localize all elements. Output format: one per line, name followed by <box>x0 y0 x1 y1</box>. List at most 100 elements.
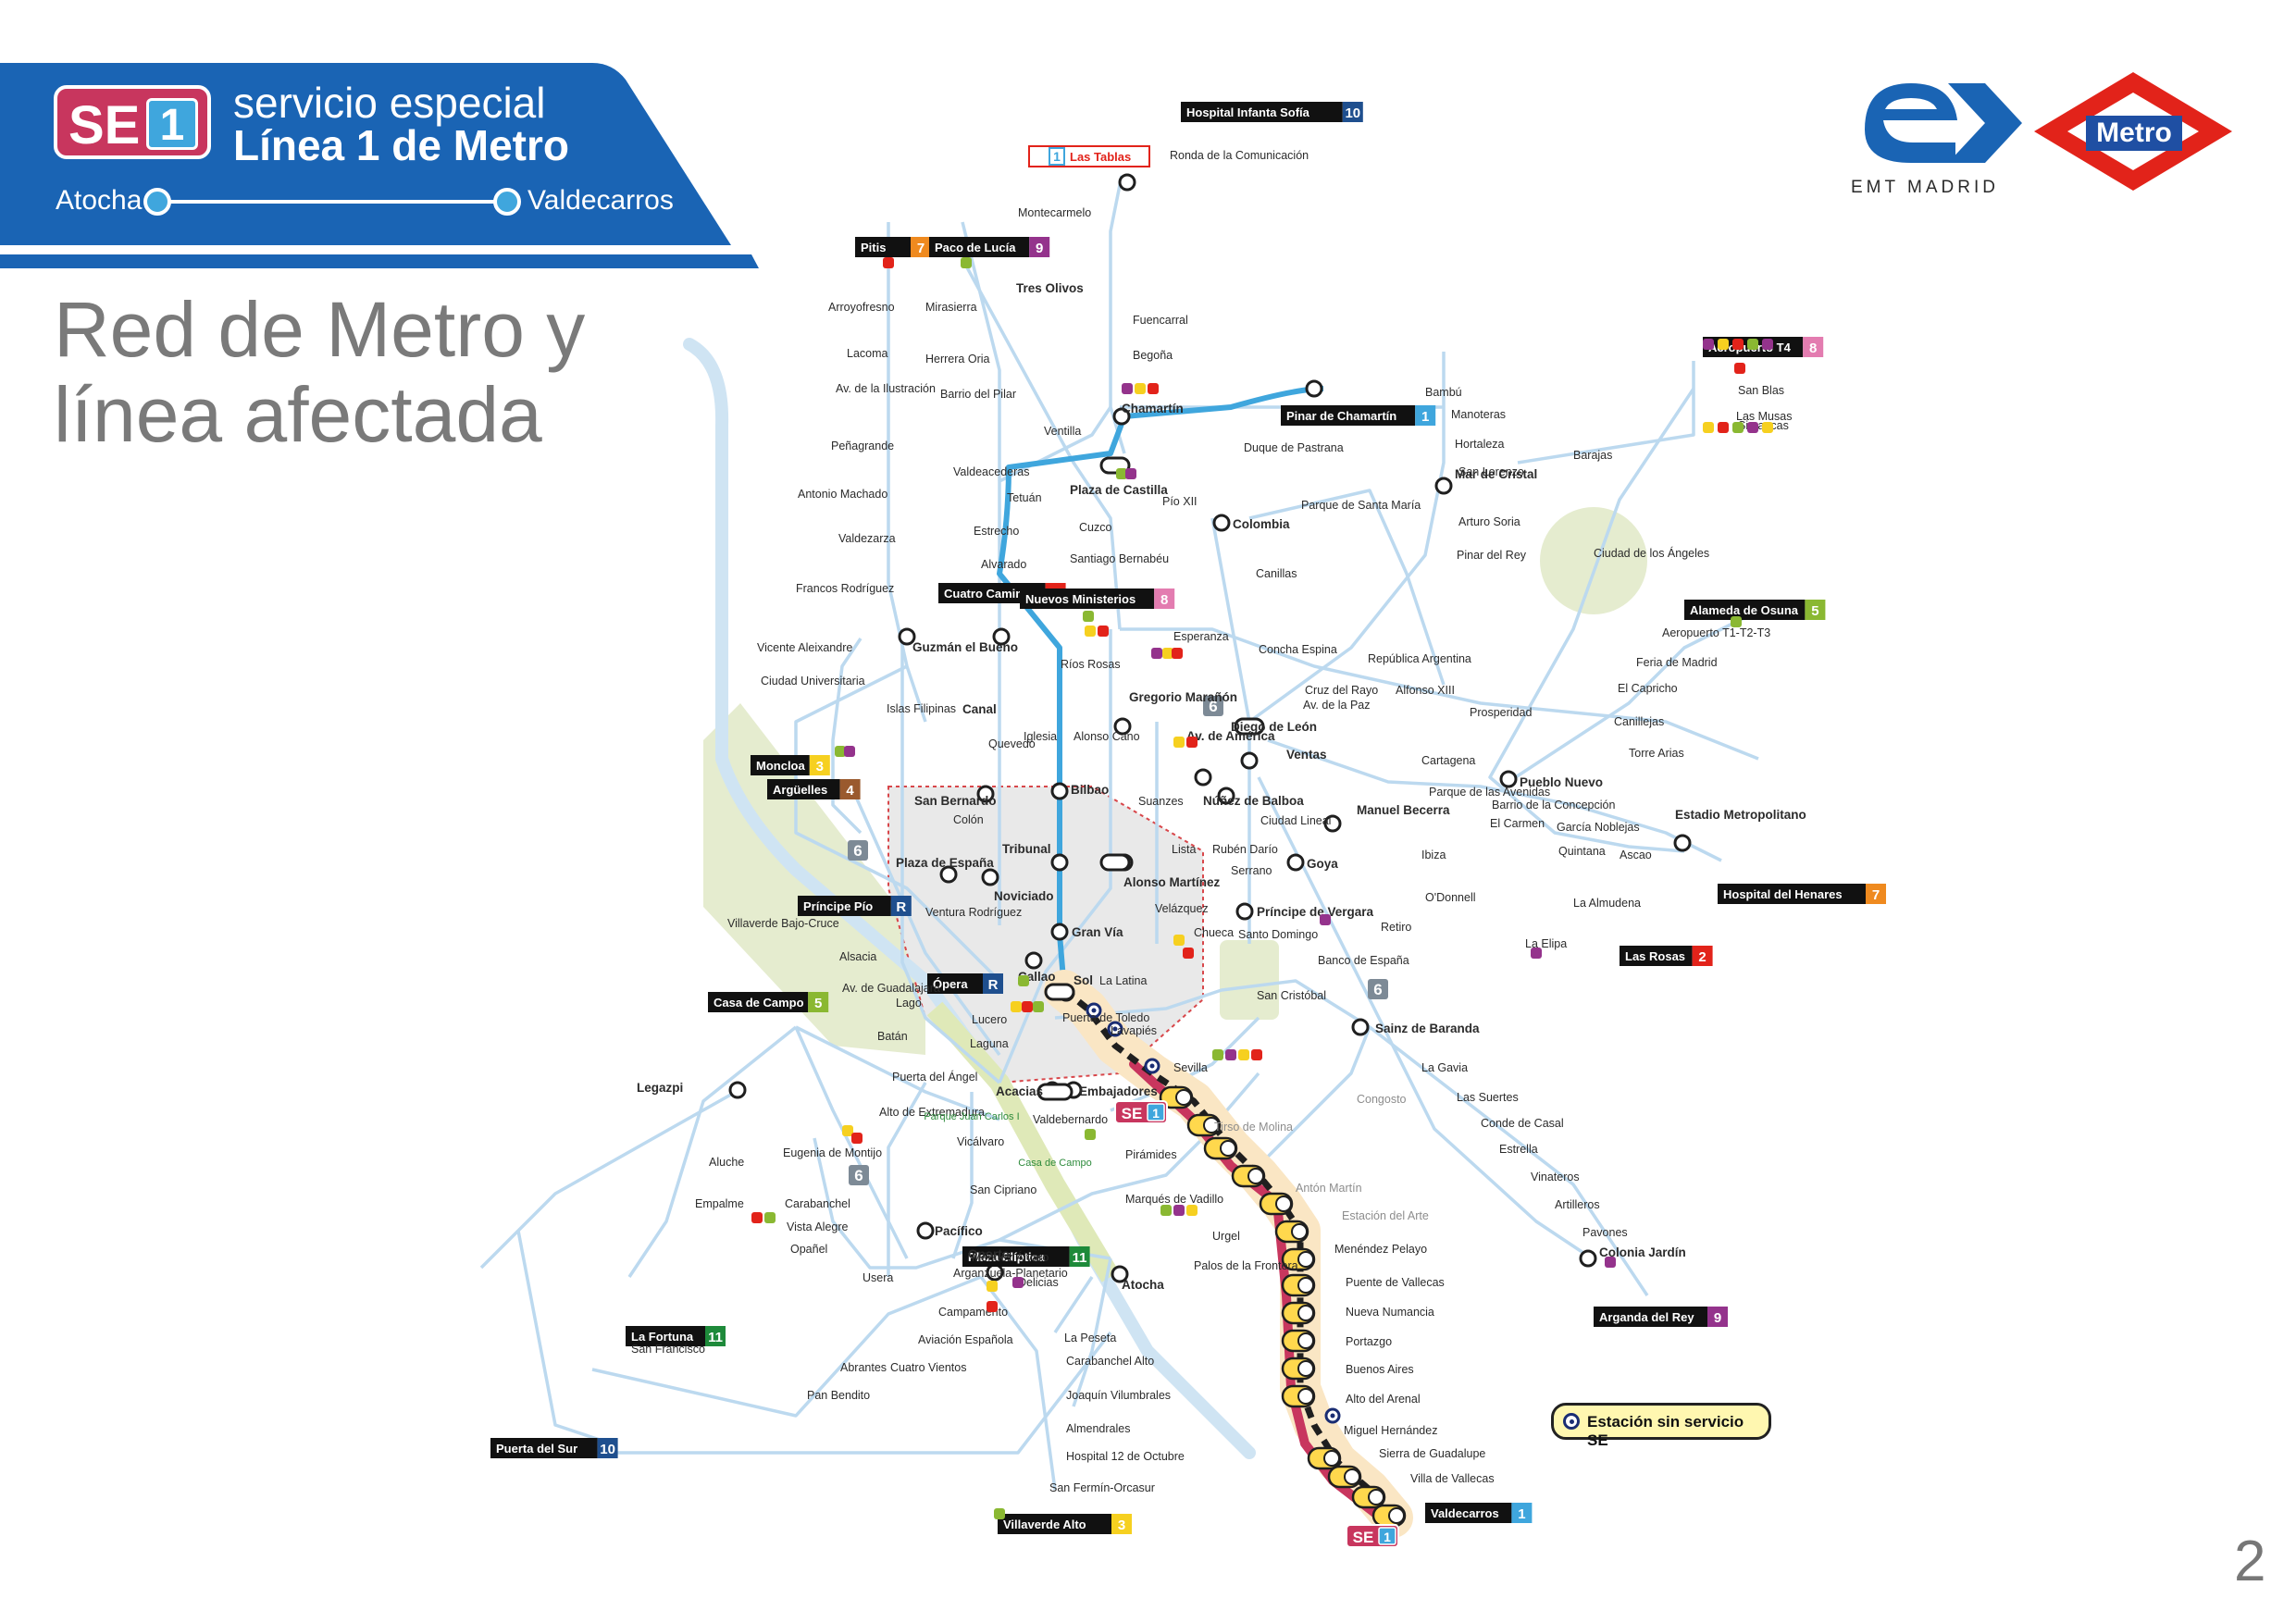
network-line-5 <box>900 629 1001 1084</box>
emt-logo-icon <box>1865 83 2022 163</box>
line-label-villaverde-alto-num-box <box>1111 1514 1132 1534</box>
station-penagrande: Peñagrande <box>831 440 894 452</box>
station-barrio-del-pilar: Barrio del Pilar <box>940 388 1016 401</box>
line-label-hospital-del-henares-num-box <box>1866 884 1886 904</box>
network-line-21 <box>831 638 863 835</box>
station-colonia-jardin: Colonia Jardín <box>1599 1245 1686 1259</box>
network-line-17 <box>998 629 1112 1084</box>
line-label-pitis-text: Pitis <box>861 241 886 254</box>
service-icon-29 <box>987 1301 998 1312</box>
line-label-arganda-del-rey <box>1594 1307 1707 1327</box>
affected-station-marker-15 <box>1368 1489 1384 1505</box>
service-icon-30 <box>994 1508 1005 1519</box>
line-label-nuevos-ministerios <box>1020 588 1155 609</box>
service-icon-12 <box>1162 648 1173 659</box>
station-herrera-oria: Herrera Oria <box>925 353 990 365</box>
no-service-station-icon <box>1563 1413 1580 1430</box>
network-line-29 <box>591 1275 982 1418</box>
station-gran-via: Gran Vía <box>1072 925 1123 939</box>
service-icon-4 <box>1135 383 1146 394</box>
route-origin: Atocha <box>56 185 143 216</box>
circular-line-badge-3 <box>1368 979 1388 999</box>
station-estacion-del-arte: Estación del Arte <box>1342 1209 1429 1222</box>
station-marker-4 <box>1434 477 1453 495</box>
service-icon-5 <box>1148 383 1159 394</box>
service-icon-54 <box>1018 975 1029 986</box>
line-label-opera-text: Ópera <box>933 977 968 991</box>
station-pan-bendito: Pan Bendito <box>807 1389 870 1402</box>
service-icon-18 <box>1212 1049 1223 1060</box>
station-marker-2 <box>1305 379 1323 398</box>
station-valdebernardo: Valdebernardo <box>1033 1113 1108 1126</box>
line-label-puerta-del-sur <box>490 1438 598 1458</box>
station-conde-de-casal: Conde de Casal <box>1481 1117 1564 1130</box>
station-marques-de-vadillo: Marqués de Vadillo <box>1125 1193 1223 1206</box>
parque-juan-carlos-park <box>1540 507 1647 614</box>
station-artilleros: Artilleros <box>1555 1198 1600 1211</box>
line-label-cuatro-caminos-text: Cuatro Caminos <box>944 587 1036 601</box>
station-begona: Begoña <box>1133 349 1173 362</box>
affected-station-marker-16 <box>1388 1507 1405 1524</box>
station-joaquin-vilumbrales: Joaquín Vilumbrales <box>1066 1389 1171 1402</box>
service-icon-52 <box>1173 935 1185 946</box>
station-diego-de-leon: Diego de León <box>1231 720 1317 734</box>
station-opanel: Opañel <box>790 1243 827 1256</box>
line-label-pinar-de-chamartin-text: Pinar de Chamartín <box>1286 409 1396 423</box>
station-hospital-12-de-octubre: Hospital 12 de Octubre <box>1066 1450 1185 1463</box>
station-canal: Canal <box>962 702 997 716</box>
network-line-4 <box>961 221 1001 481</box>
affected-station-marker-1 <box>1175 1089 1192 1106</box>
station-sevilla: Sevilla <box>1173 1061 1208 1074</box>
se1-map-tag-num-1: 1 <box>1152 1106 1160 1121</box>
line-label-moncloa <box>751 755 810 775</box>
circular-line-badge-4 <box>849 1165 869 1185</box>
station-alonso-cano: Alonso Cano <box>1074 730 1140 743</box>
service-icon-51 <box>1531 948 1542 959</box>
station-alfonso-xiii: Alfonso XIII <box>1396 684 1455 697</box>
station-antonio-machado: Antonio Machado <box>798 488 887 501</box>
service-icon-27 <box>1012 1277 1024 1288</box>
station-sol: Sol <box>1074 973 1093 987</box>
affected-station-marker-8 <box>1297 1277 1314 1294</box>
line-label-aeropuerto-t4-num: 8 <box>1809 341 1817 356</box>
service-icon-9 <box>1098 626 1109 637</box>
station-principe-de-vergara: Príncipe de Vergara <box>1257 905 1374 919</box>
station-vicalvaro: Vicálvaro <box>957 1135 1004 1148</box>
service-icon-11 <box>1151 648 1162 659</box>
network-line-26 <box>795 1025 1000 1121</box>
line-label-pitis-num-box <box>911 237 931 257</box>
line-label-nuevos-ministerios-text: Nuevos Ministerios <box>1025 592 1136 606</box>
affected-station-marker-14 <box>1344 1468 1360 1485</box>
station-quintana: Quintana <box>1558 845 1606 858</box>
station-marker-19 <box>939 865 958 884</box>
line-label-moncloa-num: 3 <box>816 759 824 774</box>
station-canillas: Canillas <box>1256 567 1297 580</box>
station-torre-arias: Torre Arias <box>1629 747 1684 760</box>
line-label-valdecarros-num: 1 <box>1518 1506 1525 1522</box>
station-marker-18 <box>1050 853 1069 872</box>
line-label-hospital-del-henares-text: Hospital del Henares <box>1723 887 1843 901</box>
line-label-arganda-del-rey-text: Arganda del Rey <box>1599 1310 1694 1324</box>
station-marker-10 <box>1240 751 1259 770</box>
station-marker-24 <box>1050 923 1069 941</box>
service-icon-33 <box>851 1133 863 1144</box>
line-label-casa-de-campo-num: 5 <box>814 996 822 1011</box>
network-line-24 <box>627 1025 798 1278</box>
station-atocha: Atocha <box>1122 1278 1164 1292</box>
station-abrantes: Abrantes <box>840 1361 887 1374</box>
line-label-cuatro-caminos <box>938 583 1046 603</box>
service-icon-24 <box>1186 1205 1198 1216</box>
line-label-principe-pio-num-box <box>890 896 912 916</box>
se1-map-tag-num-2: 1 <box>1384 1530 1391 1544</box>
station-duque-de-pastrana: Duque de Pastrana <box>1244 441 1344 454</box>
station-nunez-de-balboa: Núñez de Balboa <box>1203 794 1304 808</box>
network-line-14 <box>1517 361 1695 465</box>
line-label-nuevos-ministerios-num-box <box>1154 588 1175 609</box>
station-ibiza: Ibiza <box>1421 849 1446 861</box>
station-suanzes: Suanzes <box>1138 795 1184 808</box>
station-ventura-rodriguez: Ventura Rodríguez <box>925 906 1022 919</box>
network-line-27 <box>479 1090 737 1270</box>
madrid-rio-park <box>926 1001 1120 1282</box>
service-icon-50 <box>1033 1001 1044 1012</box>
